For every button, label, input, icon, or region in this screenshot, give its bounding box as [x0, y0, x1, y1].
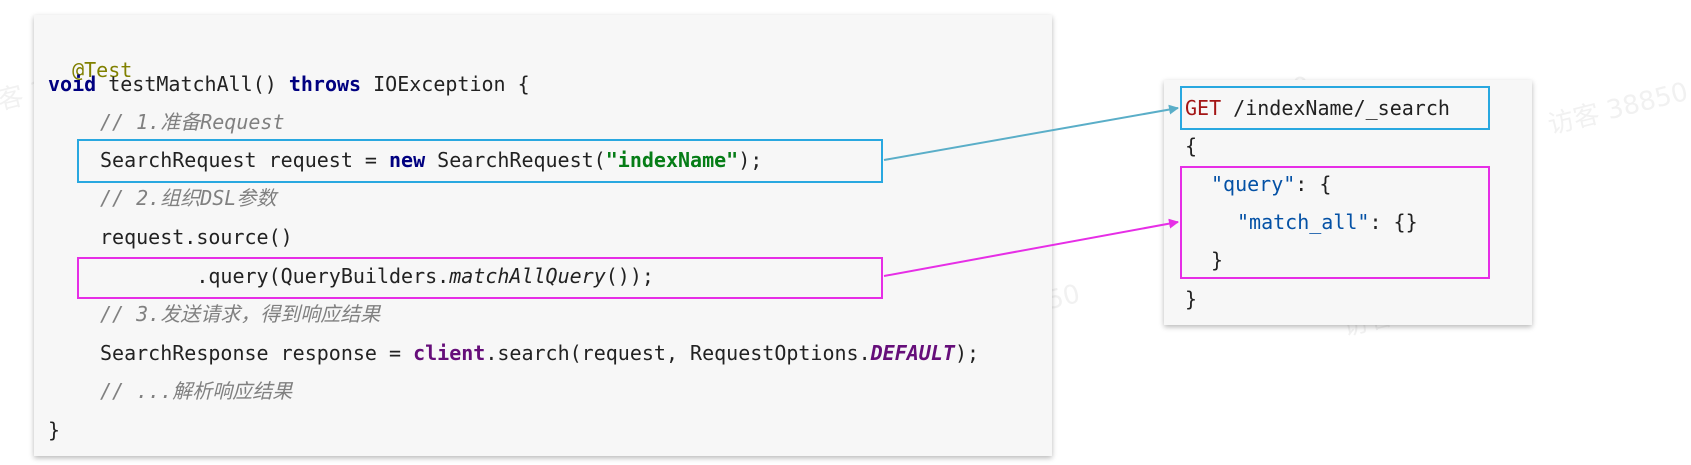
method-name: testMatchAll() [96, 72, 289, 96]
dsl-line-match-all: "match_all": {} [1237, 210, 1418, 234]
code-line-closing-brace: } [48, 418, 61, 442]
match-all-query-highlight-box [77, 257, 883, 299]
search-call: .search(request, RequestOptions. [485, 341, 871, 365]
dsl-line-query: "query": { [1211, 172, 1331, 196]
dsl-line-outer-close: } [1185, 287, 1198, 311]
void-keyword: void [48, 72, 97, 96]
query-prefix: .query(QueryBuilders. [100, 264, 450, 288]
request-declaration: SearchRequest request = [100, 148, 389, 172]
response-end: ); [954, 341, 980, 365]
response-declaration: SearchResponse response = [100, 341, 414, 365]
index-name-string: "indexName" [605, 148, 739, 172]
query-open: : { [1295, 172, 1332, 196]
request-constructor: SearchRequest( [425, 148, 606, 172]
default-constant: DEFAULT [870, 341, 955, 365]
query-json-highlight-box [1180, 166, 1490, 279]
http-verb: GET [1185, 96, 1222, 120]
code-line-annotation: @Test [48, 34, 132, 82]
dsl-line-open-brace: { [1185, 134, 1198, 158]
search-request-highlight-box [77, 139, 883, 183]
dsl-line-endpoint: GET /indexName/_search [1185, 96, 1450, 120]
endpoint-path: /indexName/_search [1221, 96, 1450, 120]
dsl-line-inner-close: } [1211, 248, 1224, 272]
java-code-panel [34, 15, 1052, 456]
code-line-search-response: SearchResponse response = client.search(… [100, 341, 979, 365]
code-comment-build-dsl: // 2.组织DSL参数 [100, 186, 277, 210]
code-comment-parse-response: // ...解析响应结果 [100, 379, 293, 403]
watermark: 访客 38850 [1545, 77, 1691, 141]
exception-type: IOException { [361, 72, 530, 96]
match-all-value: : {} [1369, 210, 1418, 234]
query-key: "query" [1211, 172, 1296, 196]
match-all-query-method: matchAllQuery [449, 264, 606, 288]
annotation-token: @Test [72, 58, 133, 82]
code-comment-prepare-request: // 1.准备Request [100, 110, 285, 134]
code-line-source: request.source() [100, 225, 293, 249]
query-end: ()); [605, 264, 654, 288]
code-line-method-signature: void testMatchAll() throws IOException { [48, 72, 530, 96]
match-all-key: "match_all" [1237, 210, 1370, 234]
request-end: ); [738, 148, 763, 172]
code-line-query: .query(QueryBuilders.matchAllQuery()); [100, 264, 654, 288]
code-line-search-request: SearchRequest request = new SearchReques… [100, 148, 762, 172]
client-field: client [413, 341, 486, 365]
endpoint-highlight-box [1180, 86, 1490, 130]
throws-keyword: throws [288, 72, 362, 96]
code-comment-send-request: // 3.发送请求，得到响应结果 [100, 302, 381, 326]
new-keyword: new [388, 148, 426, 172]
dsl-code-panel [1164, 80, 1532, 325]
